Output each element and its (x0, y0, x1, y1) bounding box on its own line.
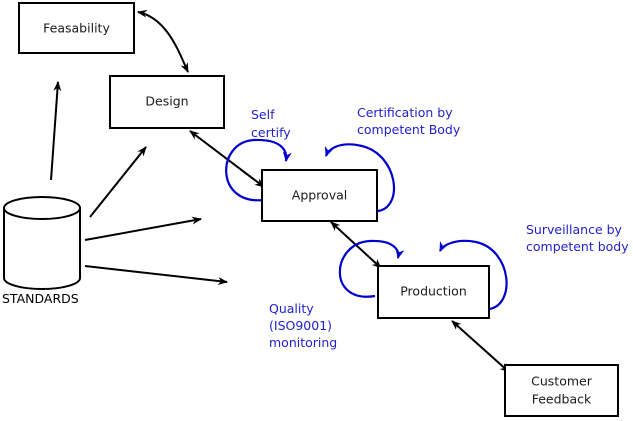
node-production-label: Production (400, 284, 467, 299)
annotation-quality-line1: Quality (269, 301, 314, 316)
edge-design-to-feasability (137, 9, 189, 73)
node-standards-label: STANDARDS (2, 291, 79, 306)
loop-certification (324, 143, 395, 213)
node-feasability[interactable]: Feasability (18, 2, 135, 54)
node-approval-label: Approval (292, 188, 347, 203)
edge-production-customer (451, 320, 510, 373)
annotation-quality-line3: monitoring (269, 335, 337, 350)
annotation-self-certify-line2: certify (251, 125, 291, 140)
node-production[interactable]: Production (377, 265, 490, 319)
node-customer-feedback[interactable]: Customer Feedback (504, 364, 619, 417)
loop-quality-monitoring (338, 239, 405, 298)
annotation-self-certify-line1: Self (251, 107, 275, 122)
annotation-certification: Certification by competent Body (357, 105, 461, 137)
node-standards[interactable]: STANDARDS (2, 196, 81, 306)
annotation-certification-line2: competent Body (357, 122, 461, 137)
edge-standards-to-approval (84, 216, 202, 241)
annotation-quality: Quality (ISO9001) monitoring (269, 301, 337, 350)
annotation-quality-line2: (ISO9001) (269, 318, 332, 333)
loop-surveillance (439, 239, 508, 311)
node-design[interactable]: Design (109, 75, 225, 129)
annotation-surveillance: Surveillance by competent body (526, 222, 629, 254)
annotation-surveillance-line1: Surveillance by (526, 222, 623, 237)
edge-standards-to-design (89, 146, 147, 218)
node-customer-feedback-label-line1: Customer (531, 374, 593, 389)
node-approval[interactable]: Approval (261, 169, 378, 222)
node-feasability-label: Feasability (43, 21, 110, 36)
annotation-surveillance-line2: competent body (526, 239, 629, 254)
loop-self-certify (225, 138, 292, 202)
annotation-self-certify: Self certify (251, 107, 291, 140)
node-customer-feedback-label-line2: Feedback (532, 392, 592, 407)
edge-standards-to-production (84, 265, 228, 285)
edge-standards-to-feasability (50, 81, 62, 181)
annotation-certification-line1: Certification by (357, 105, 453, 120)
node-design-label: Design (145, 94, 188, 109)
